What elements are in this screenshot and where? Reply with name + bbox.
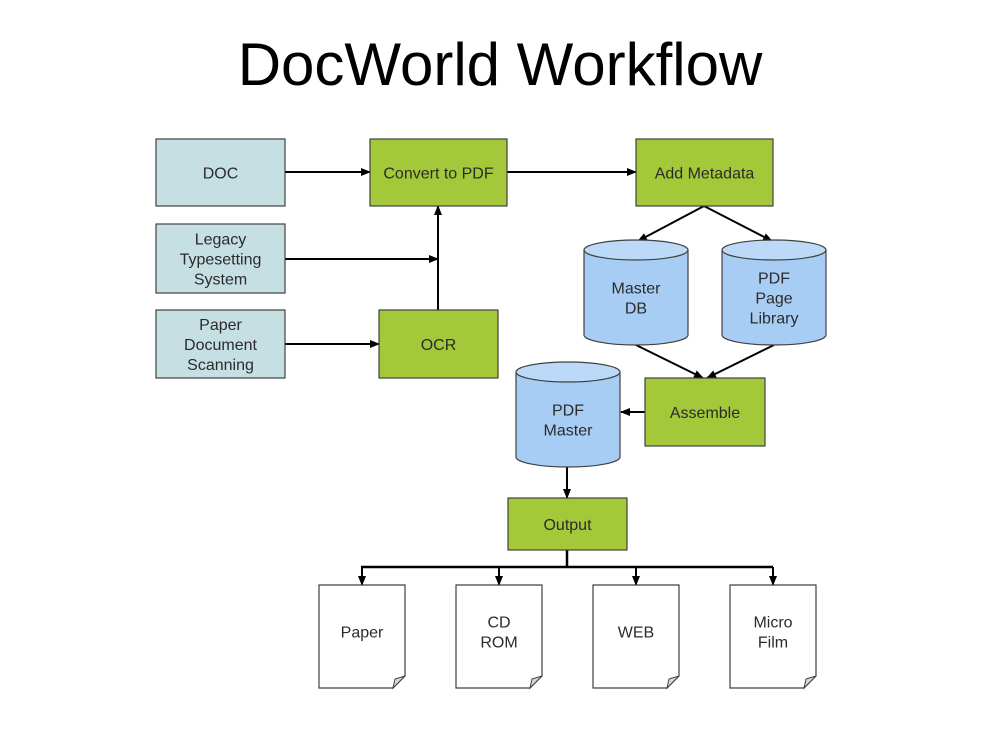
- node-paper: Paper: [318, 584, 406, 690]
- arrow-metadata-to-master-db: [637, 205, 705, 242]
- node-label: Page: [755, 291, 792, 308]
- node-label: Paper: [199, 317, 242, 334]
- box-shape: [369, 138, 508, 207]
- node-cdrom: CD ROM: [455, 584, 543, 690]
- box-shape: [507, 497, 628, 551]
- node-label: WEB: [618, 625, 654, 642]
- node-metadata: Add Metadata: [635, 138, 774, 207]
- node-label: PDF: [758, 271, 790, 288]
- node-label: Master: [544, 423, 594, 440]
- node-label: Add Metadata: [655, 166, 755, 183]
- node-pdf-master: PDF Master: [515, 361, 621, 468]
- cylinder-top: [721, 239, 827, 261]
- node-ocr: OCR: [378, 309, 499, 379]
- box-shape: [155, 309, 286, 379]
- node-label: Scanning: [187, 357, 254, 374]
- node-label: Convert to PDF: [383, 166, 493, 183]
- node-label: ROM: [480, 635, 517, 652]
- box-shape: [378, 309, 499, 379]
- node-web: WEB: [592, 584, 680, 690]
- node-label: System: [194, 272, 247, 289]
- node-label: OCR: [421, 337, 457, 354]
- cylinder-body: [515, 372, 621, 468]
- cylinder-top: [515, 361, 621, 383]
- node-label: Legacy: [195, 232, 247, 249]
- page-curl: [803, 675, 817, 690]
- diagram-title: DocWorld Workflow: [237, 31, 763, 98]
- arrow-master-db-to-assemble: [635, 344, 704, 379]
- cylinder-top: [583, 239, 689, 261]
- node-label: Library: [750, 311, 799, 328]
- node-label: Micro: [753, 615, 792, 632]
- cylinder-body: [721, 250, 827, 346]
- node-label: Typesetting: [180, 252, 262, 269]
- page-curl: [392, 675, 406, 690]
- box-shape: [635, 138, 774, 207]
- node-label: DOC: [203, 166, 239, 183]
- node-label: CD: [487, 615, 510, 632]
- arrow-metadata-to-page-library: [703, 205, 773, 242]
- node-label: Film: [758, 635, 788, 652]
- node-label: DB: [625, 301, 647, 318]
- node-label: Paper: [341, 625, 384, 642]
- node-convert: Convert to PDF: [369, 138, 508, 207]
- box-shape: [155, 138, 286, 207]
- arrow-page-library-to-assemble: [706, 344, 775, 379]
- cylinder-body: [583, 250, 689, 346]
- box-shape: [644, 377, 766, 447]
- node-label: Document: [184, 337, 257, 354]
- page-curl: [666, 675, 680, 690]
- node-label: PDF: [552, 403, 584, 420]
- node-label: Assemble: [670, 405, 740, 422]
- node-doc: DOC: [155, 138, 286, 207]
- node-label: Master: [612, 281, 662, 298]
- box-shape: [155, 223, 286, 294]
- page-curl: [529, 675, 543, 690]
- node-label: Output: [543, 517, 592, 534]
- node-output: Output: [507, 497, 628, 551]
- node-assemble: Assemble: [644, 377, 766, 447]
